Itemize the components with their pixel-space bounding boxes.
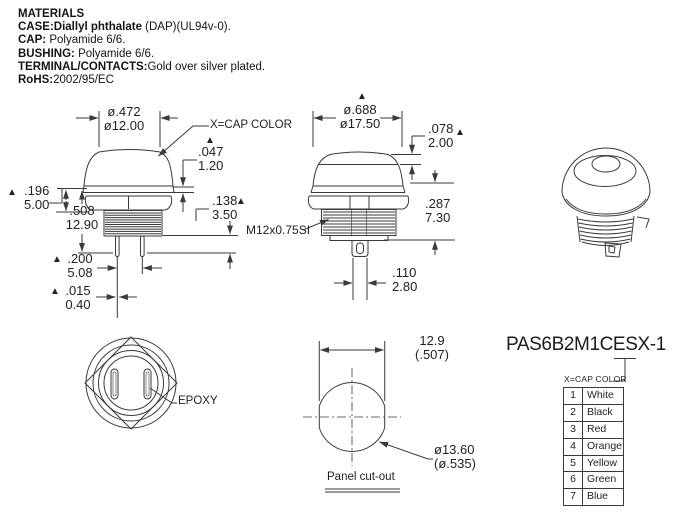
triangle-marker-icon: ▲ [7, 187, 17, 198]
dim-pin-spacing: .200 5.08 [67, 251, 93, 280]
triangle-marker-icon: ▲ [357, 91, 367, 102]
dim-cutout-width: 12.9 (.507) [415, 333, 449, 362]
triangle-marker-icon: ▲ [52, 254, 62, 265]
material-line: CAP: Polyamide 6/6. [18, 34, 126, 47]
front-view-drawing [302, 111, 455, 300]
dim-terminal-width: .110 2.80 [392, 265, 418, 294]
triangle-marker-icon: ▲ [205, 135, 215, 146]
dim-cap-top-diameter: ø.472 ø12.00 [103, 104, 145, 133]
triangle-marker-icon: ▲ [50, 286, 60, 297]
dim-pin-thickness: .015 0.40 [65, 283, 91, 312]
material-line: BUSHING: Polyamide 6/6. [18, 47, 155, 60]
part-number-connector [613, 358, 636, 382]
cap-color-table-header: X=CAP COLOR [564, 374, 627, 384]
dim-top-band: .078 2.00 [428, 121, 454, 150]
thread-spec-label: M12x0.75SI [246, 223, 311, 237]
dim-bushing-height: .287 7.30 [425, 196, 451, 225]
epoxy-label: EPOXY [178, 395, 218, 407]
side-view-drawing [49, 111, 238, 318]
cap-color-note: X=CAP COLOR [210, 119, 292, 131]
panel-cutout-drawing [303, 341, 433, 493]
dim-body-height: .508 12.90 [65, 203, 99, 232]
material-line: RoHS:2002/95/EC [18, 74, 114, 87]
dim-cap-lip: .047 1.20 [198, 144, 224, 173]
dim-height-138: .138 3.50 [212, 193, 238, 222]
materials-title: MATERIALS [18, 8, 85, 20]
triangle-marker-icon: ▲ [236, 196, 246, 207]
triangle-marker-icon: ▲ [455, 127, 465, 138]
materials-list: MATERIALS CASE:Diallyl phthalate (DAP)(U… [18, 8, 265, 87]
dim-cap-diameter: ø.688 ø17.50 [339, 102, 381, 131]
part-number: PAS6B2M1CESX-1 [506, 334, 666, 355]
dim-cutout-diameter: ø13.60 (ø.535) [434, 442, 476, 471]
material-line: TERMINAL/CONTACTS:Gold over silver plate… [18, 60, 266, 73]
perspective-view-drawing [561, 147, 651, 258]
dim-height-196: .196 5.00 [24, 183, 50, 212]
bottom-view-drawing [84, 336, 178, 430]
panel-cutout-caption: Panel cut-out [327, 471, 395, 483]
material-line: CASE:Diallyl phthalate (DAP)(UL94v-0). [18, 21, 231, 34]
